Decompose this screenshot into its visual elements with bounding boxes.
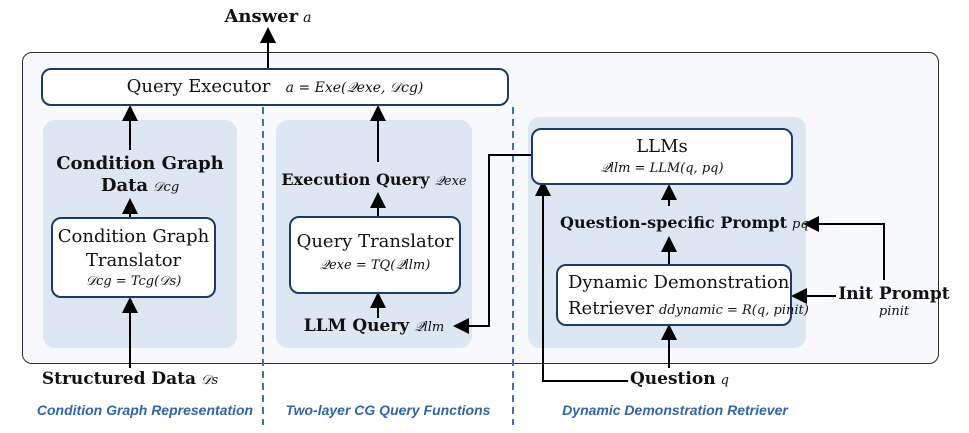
question-label: Question [630, 369, 716, 389]
llm-query-symbol: 𝒬llm [414, 320, 445, 335]
query-executor-label: Query Executor [126, 76, 271, 97]
init-prompt-symbol: pinit [878, 304, 910, 319]
question: Question q [630, 369, 730, 389]
llm-query: LLM Query 𝒬llm [276, 316, 472, 336]
arrow-llms-to-llm-query [453, 154, 531, 334]
query-translator-label: Query Translator [296, 231, 454, 252]
structured-data-label: Structured Data [41, 369, 197, 389]
cg-translator-line2: Translator [85, 250, 182, 271]
structured-data-symbol: 𝒟s [201, 373, 219, 388]
condition-graph-data: Condition Graph Data 𝒟cg [43, 153, 237, 199]
execution-query: Execution Query 𝒬exe [276, 170, 472, 189]
cg-data-symbol: 𝒟cg [153, 180, 180, 195]
section-label-left: Condition Graph Representation [36, 402, 254, 418]
query-translator-box: Query Translator 𝒬exe = TQ(𝒬llm) [289, 216, 461, 294]
llms-box: LLMs 𝒬llm = LLM(q, pq) [531, 128, 793, 185]
dd-retriever-box: Dynamic Demonstration Retriever ddynamic… [556, 264, 809, 326]
query-executor-box: Query Executor a = Exe(𝒬exe, 𝒟cg) [41, 68, 509, 106]
llms-formula: 𝒬llm = LLM(q, pq) [600, 161, 724, 176]
cg-data-line2: Data [100, 175, 149, 196]
init-prompt-label: Init Prompt [838, 284, 950, 304]
execution-query-label: Execution Query [281, 170, 430, 189]
query-executor-formula: a = Exe(𝒬exe, 𝒟cg) [285, 80, 424, 96]
question-prompt-label: Question-specific Prompt [560, 213, 787, 232]
dd-retriever-line2: Retriever [568, 298, 654, 319]
answer-label-group: Answer a [0, 6, 536, 27]
cg-data-line1: Condition Graph [56, 153, 224, 174]
arrow-question-to-llms [535, 180, 628, 382]
question-symbol: q [720, 373, 729, 388]
init-prompt: Init Prompt pinit [834, 284, 954, 319]
cg-translator-box: Condition Graph Translator 𝒟cg = Tcg(𝒟s) [51, 217, 216, 298]
question-prompt: Question-specific Prompt pq [560, 213, 809, 232]
llm-query-label: LLM Query [303, 316, 410, 336]
section-label-right: Dynamic Demonstration Retriever [562, 402, 788, 418]
section-label-middle: Two-layer CG Query Functions [285, 402, 491, 418]
answer-symbol: a [303, 10, 312, 26]
cg-translator-line1: Condition Graph [57, 226, 210, 247]
arrow-init-to-prompt [803, 216, 885, 280]
cg-translator-formula: 𝒟cg = Tcg(𝒟s) [85, 274, 182, 289]
dd-retriever-formula: ddynamic = R(q, pinit) [658, 303, 809, 318]
llms-label: LLMs [636, 136, 688, 157]
query-translator-formula: 𝒬exe = TQ(𝒬llm) [319, 258, 431, 273]
structured-data: Structured Data 𝒟s [30, 369, 230, 389]
dd-retriever-line1: Dynamic Demonstration [568, 272, 790, 293]
answer-label: Answer [224, 6, 299, 27]
question-prompt-symbol: pq [792, 217, 809, 232]
execution-query-symbol: 𝒬exe [434, 174, 467, 189]
